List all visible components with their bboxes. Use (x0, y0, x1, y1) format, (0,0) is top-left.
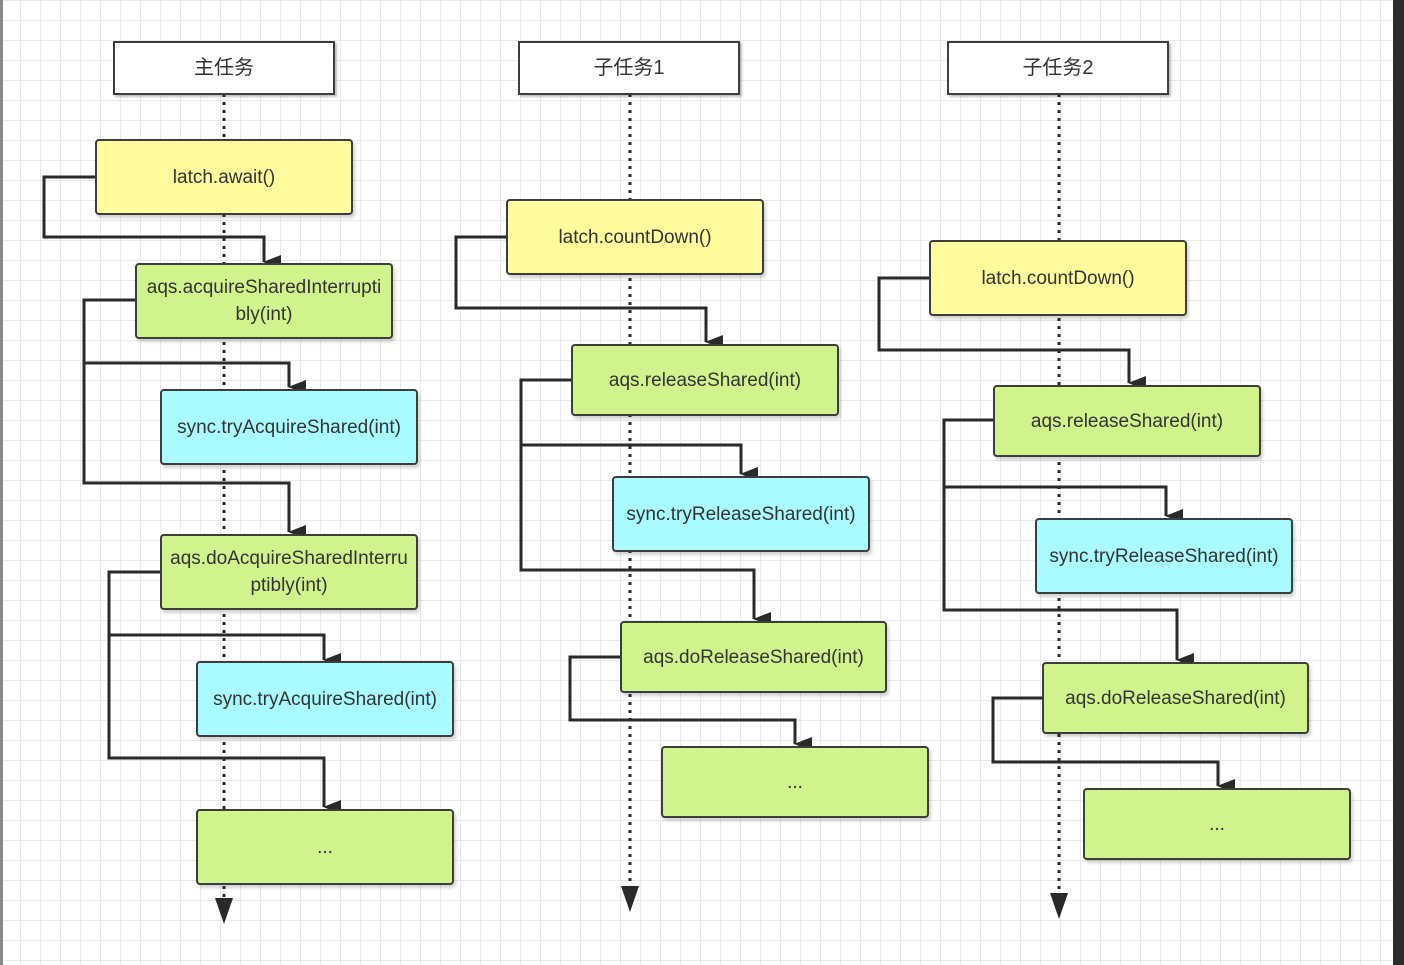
step-ellipsis: ... (196, 809, 454, 885)
step-aqs-release-shared: aqs.releaseShared(int) (993, 385, 1261, 457)
step-latch-countdown: latch.countDown() (506, 199, 764, 275)
call-arrow (454, 235, 723, 349)
step-latch-countdown: latch.countDown() (929, 240, 1187, 316)
window-edge-right (1393, 0, 1404, 965)
step-sync-try-acquire-shared-2: sync.tryAcquireShared(int) (196, 661, 454, 737)
lane-header-main-task: 主任务 (113, 41, 335, 95)
step-latch-await: latch.await() (95, 139, 353, 215)
call-arrow (568, 655, 812, 751)
step-aqs-do-release-shared: aqs.doReleaseShared(int) (1042, 662, 1309, 734)
call-arrow (42, 175, 281, 269)
step-aqs-acquire-shared-interruptibly: aqs.acquireSharedInterruptibly(int) (135, 263, 393, 339)
call-arrow (877, 276, 1146, 390)
lifeline-sub2-arrow (1050, 893, 1068, 919)
lane-header-sub-task-1: 子任务1 (518, 41, 740, 95)
lifeline-sub1-arrow (621, 886, 639, 912)
call-arrow (942, 487, 1194, 667)
call-arrow (991, 696, 1235, 793)
step-sync-try-acquire-shared: sync.tryAcquireShared(int) (160, 389, 418, 465)
step-aqs-do-release-shared: aqs.doReleaseShared(int) (620, 621, 887, 693)
window-edge-left (0, 0, 3, 965)
step-sync-try-release-shared: sync.tryReleaseShared(int) (612, 476, 870, 552)
lifeline-main-arrow (215, 898, 233, 924)
step-aqs-do-acquire-shared-interruptibly: aqs.doAcquireSharedInterruptibly(int) (160, 534, 418, 610)
call-arrow (519, 445, 771, 626)
step-sync-try-release-shared: sync.tryReleaseShared(int) (1035, 518, 1293, 594)
call-arrow (82, 363, 306, 539)
call-arrow (107, 635, 341, 814)
step-aqs-release-shared: aqs.releaseShared(int) (571, 344, 839, 416)
step-ellipsis: ... (1083, 788, 1351, 860)
step-ellipsis: ... (661, 746, 929, 818)
lane-header-sub-task-2: 子任务2 (947, 41, 1169, 95)
